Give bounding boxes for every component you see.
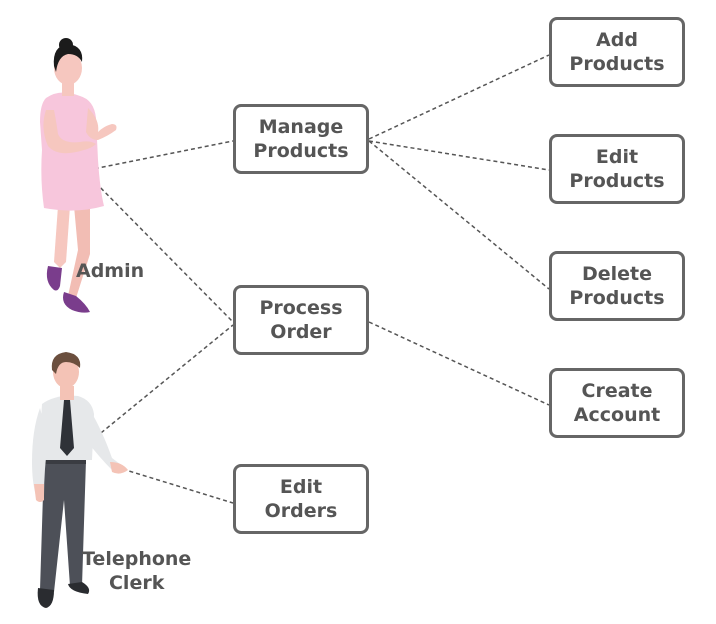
use-case-manage-products: Manage Products xyxy=(233,104,369,174)
actor-label-line2: Clerk xyxy=(108,572,165,594)
connector-process-create-account xyxy=(368,321,550,406)
actor-label-admin: Admin xyxy=(76,259,144,283)
use-case-label-line2: Products xyxy=(569,170,665,192)
use-case-label-line1: Delete xyxy=(581,263,653,285)
use-case-delete-products: Delete Products xyxy=(549,251,685,321)
use-case-process-order: Process Order xyxy=(233,285,369,355)
admin-woman-figure-icon xyxy=(40,38,117,313)
connector-admin-process-order xyxy=(85,172,234,323)
actor-label-text: Admin xyxy=(76,260,145,282)
connectors xyxy=(73,54,550,504)
use-case-add-products: Add Products xyxy=(549,17,685,87)
actor-label-line1: Telephone xyxy=(82,548,192,570)
use-case-label-line2: Account xyxy=(573,404,661,426)
use-case-label-line1: Edit xyxy=(595,146,639,168)
connector-manage-delete-products xyxy=(368,140,550,290)
use-case-edit-products: Edit Products xyxy=(549,134,685,204)
use-case-label-line2: Orders xyxy=(264,500,338,522)
connector-manage-add-products xyxy=(368,54,550,140)
use-case-edit-orders: Edit Orders xyxy=(233,464,369,534)
use-case-label-line2: Products xyxy=(569,287,665,309)
connector-clerk-edit-orders xyxy=(115,466,234,504)
use-case-label-line1: Manage xyxy=(258,116,344,138)
use-case-label-line1: Edit xyxy=(279,476,323,498)
use-case-label-line2: Products xyxy=(569,53,665,75)
connector-admin-manage-products xyxy=(87,140,234,171)
connector-clerk-process-order xyxy=(73,324,234,456)
actor-label-telephone-clerk: Telephone Clerk xyxy=(82,547,191,595)
telephone-clerk-man-figure-icon xyxy=(32,352,128,608)
use-case-label-line1: Process xyxy=(259,297,343,319)
use-case-label-line1: Add xyxy=(596,29,638,51)
connector-manage-edit-products xyxy=(368,140,550,171)
use-case-create-account: Create Account xyxy=(549,368,685,438)
use-case-label-line2: Order xyxy=(270,321,332,343)
use-case-label-line1: Create xyxy=(581,380,653,402)
use-case-label-line2: Products xyxy=(253,140,349,162)
